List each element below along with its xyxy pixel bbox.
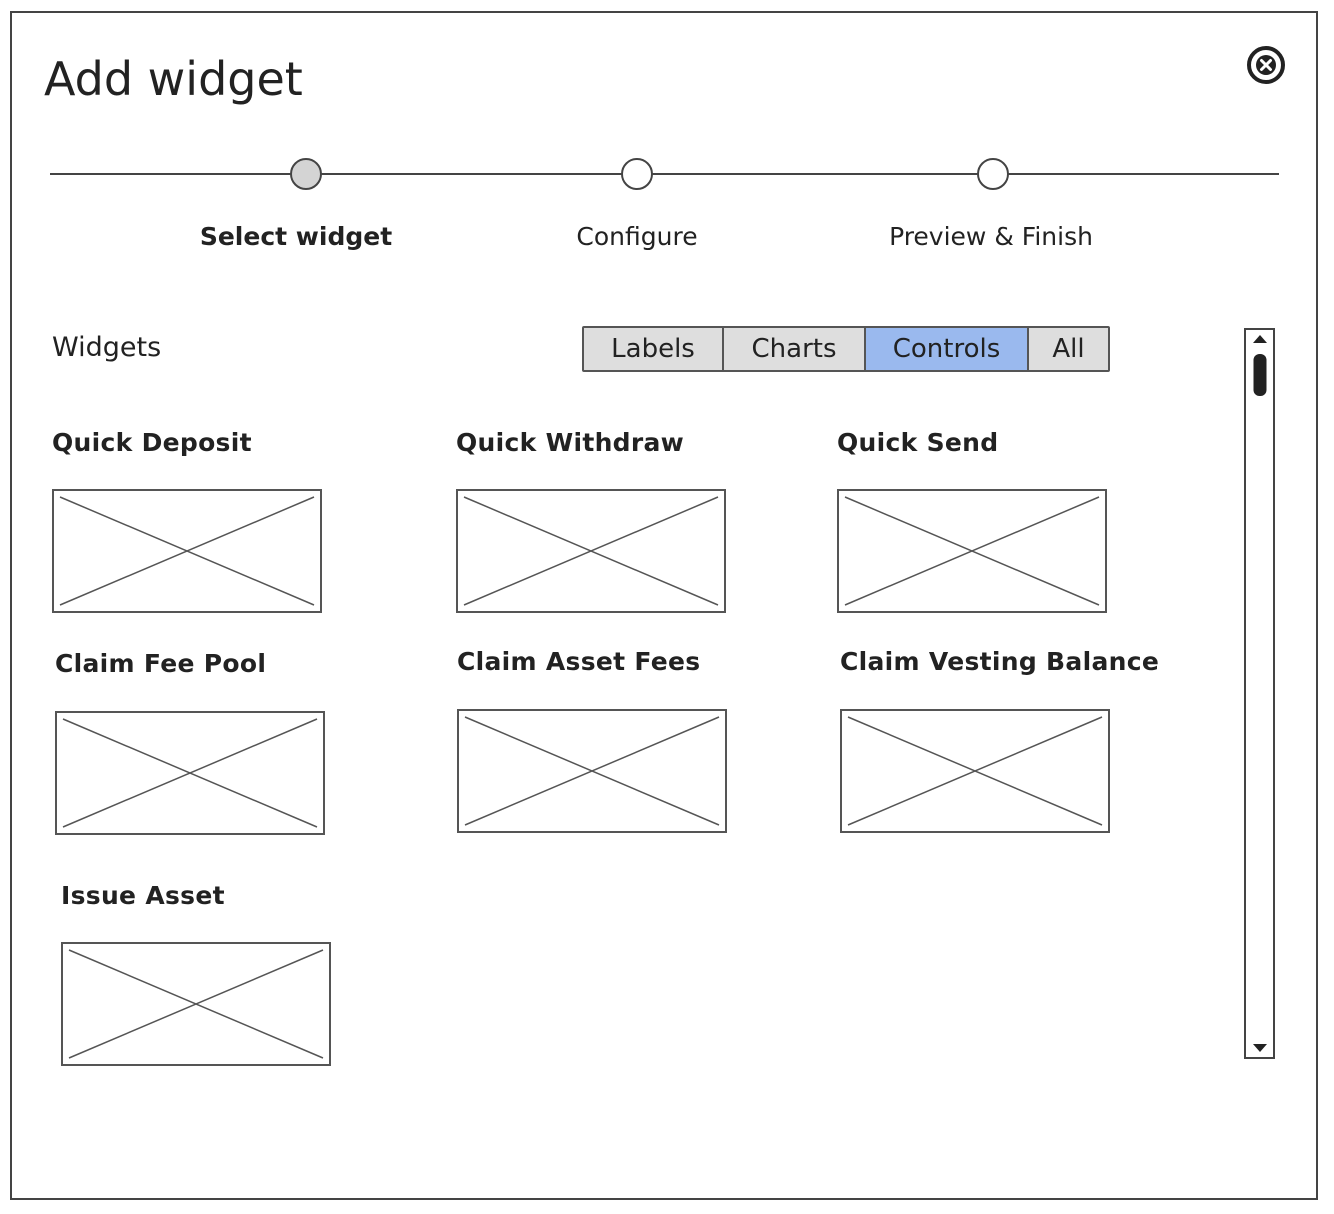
widget-name: Issue Asset [61, 881, 225, 910]
widgets-section-title: Widgets [52, 332, 162, 363]
vertical-scrollbar[interactable] [1244, 328, 1275, 1059]
filter-tab-all[interactable]: All [1029, 328, 1108, 370]
dialog-title: Add widget [44, 52, 303, 106]
widget-card-quick-withdraw[interactable]: Quick Withdraw [456, 428, 726, 613]
image-placeholder-icon [840, 709, 1110, 833]
widget-name: Claim Asset Fees [457, 647, 701, 676]
widget-card-claim-asset-fees[interactable]: Claim Asset Fees [457, 647, 727, 833]
step-label-select-widget[interactable]: Select widget [199, 222, 393, 251]
widget-card-quick-send[interactable]: Quick Send [837, 428, 1107, 613]
image-placeholder-icon [61, 942, 331, 1066]
image-placeholder-icon [456, 489, 726, 613]
filter-tab-labels[interactable]: Labels [584, 328, 724, 370]
step-2-dot[interactable] [621, 158, 653, 190]
widget-name: Claim Vesting Balance [840, 647, 1160, 676]
image-placeholder-icon [55, 711, 325, 835]
image-placeholder-icon [457, 709, 727, 833]
close-icon[interactable] [1245, 44, 1287, 86]
image-placeholder-icon [52, 489, 322, 613]
widget-name: Quick Deposit [52, 428, 252, 457]
image-placeholder-icon [837, 489, 1107, 613]
step-1-dot[interactable] [290, 158, 322, 190]
step-3-dot[interactable] [977, 158, 1009, 190]
step-label-preview-finish[interactable]: Preview & Finish [889, 222, 1093, 251]
widget-filter-tabs: Labels Charts Controls All [582, 326, 1110, 372]
widget-card-claim-fee-pool[interactable]: Claim Fee Pool [55, 649, 325, 835]
widget-name: Quick Withdraw [456, 428, 685, 457]
filter-tab-charts[interactable]: Charts [724, 328, 866, 370]
widget-card-issue-asset[interactable]: Issue Asset [61, 881, 331, 1066]
filter-tab-controls[interactable]: Controls [866, 328, 1029, 370]
scrollbar-thumb[interactable] [1253, 354, 1266, 396]
widget-name: Quick Send [837, 428, 999, 457]
scroll-up-arrow-icon[interactable] [1252, 335, 1267, 343]
widget-card-claim-vesting-balance[interactable]: Claim Vesting Balance [840, 647, 1160, 833]
scroll-down-arrow-icon[interactable] [1252, 1044, 1267, 1052]
step-label-configure[interactable]: Configure [576, 222, 698, 251]
widget-name: Claim Fee Pool [55, 649, 267, 678]
widget-card-quick-deposit[interactable]: Quick Deposit [52, 428, 322, 613]
